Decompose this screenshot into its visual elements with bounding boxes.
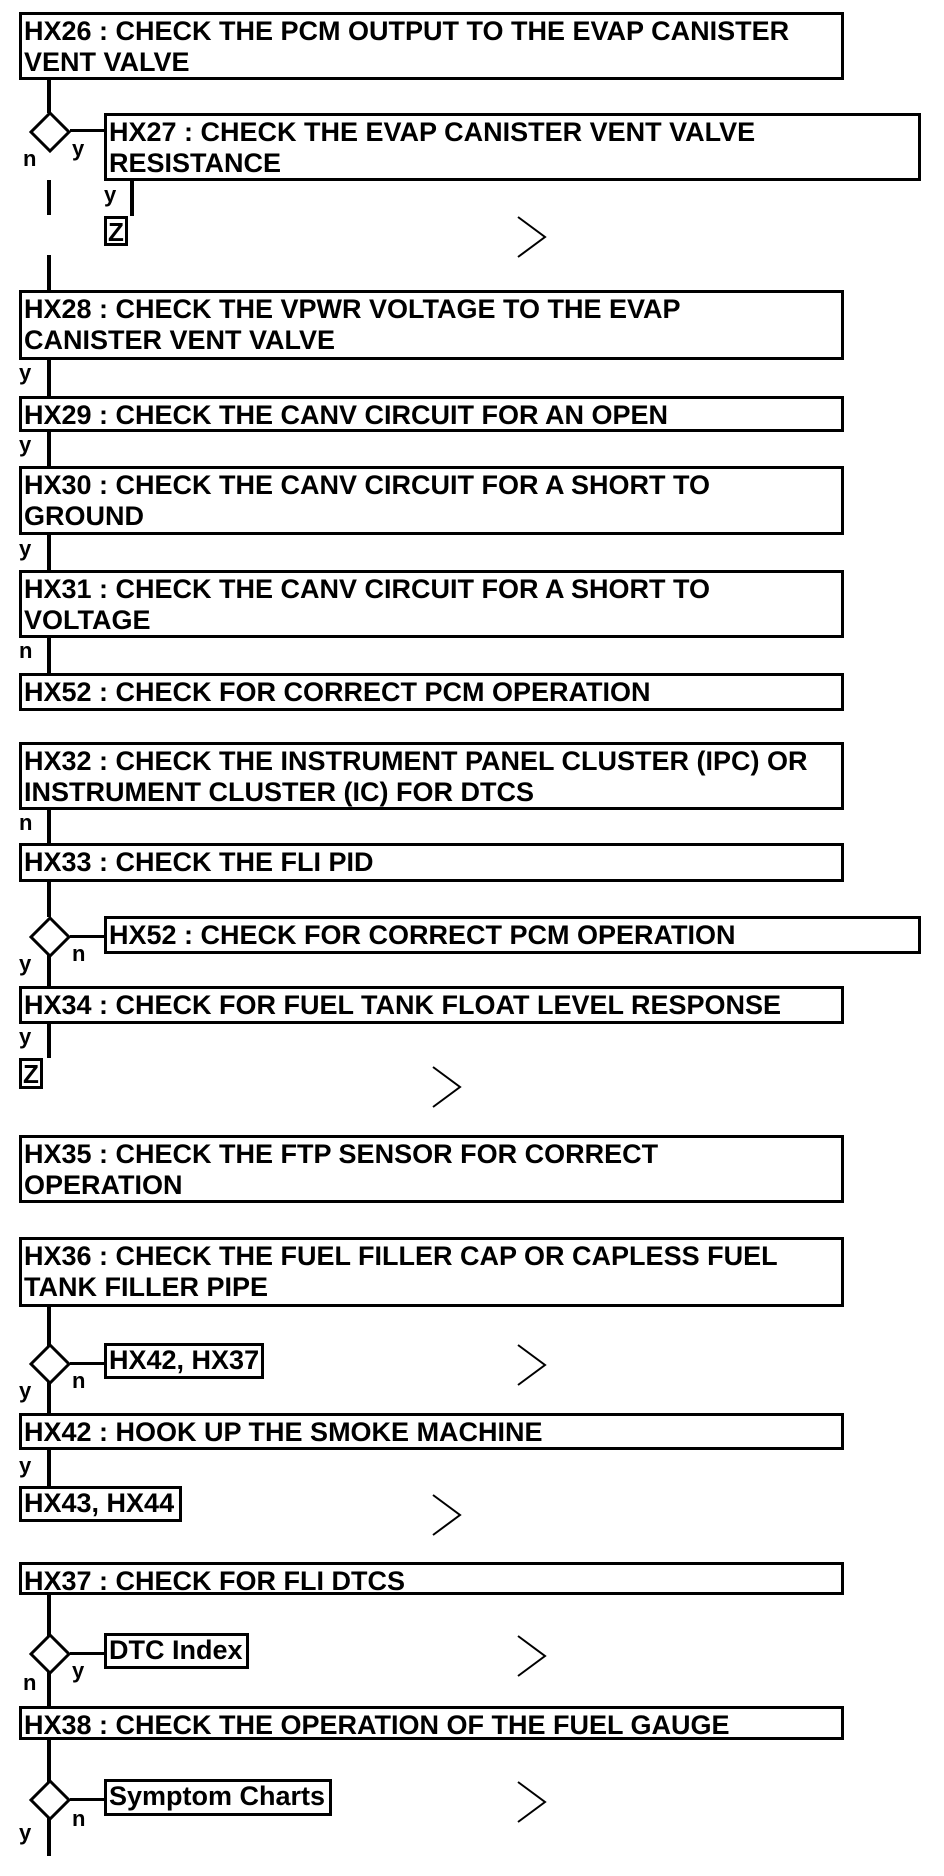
link-z[interactable]: Z bbox=[19, 1058, 43, 1089]
link-z[interactable]: Z bbox=[104, 216, 128, 246]
branch-label-y: y bbox=[104, 182, 117, 207]
connector-line bbox=[47, 1305, 51, 1347]
connector-line bbox=[47, 1593, 51, 1636]
decision-diamond-icon bbox=[28, 1342, 72, 1386]
decision-diamond-icon bbox=[28, 1632, 72, 1676]
branch-label-n: n bbox=[72, 941, 86, 966]
connector-line bbox=[70, 1362, 106, 1365]
step-hx42[interactable]: HX42 : HOOK UP THE SMOKE MACHINE bbox=[19, 1413, 844, 1450]
step-hx35[interactable]: HX35 : CHECK THE FTP SENSOR FOR CORRECT … bbox=[19, 1135, 844, 1203]
step-hx34[interactable]: HX34 : CHECK FOR FUEL TANK FLOAT LEVEL R… bbox=[19, 986, 844, 1024]
branch-label-y: y bbox=[72, 1658, 85, 1683]
connector-line bbox=[47, 180, 51, 215]
step-hx52[interactable]: HX52 : CHECK FOR CORRECT PCM OPERATION bbox=[19, 673, 844, 711]
step-hx38[interactable]: HX38 : CHECK THE OPERATION OF THE FUEL G… bbox=[19, 1706, 844, 1740]
branch-label-y: y bbox=[19, 432, 32, 457]
branch-label-n: n bbox=[72, 1368, 86, 1393]
link-dtc-index[interactable]: DTC Index bbox=[104, 1633, 249, 1669]
branch-label-y: y bbox=[19, 536, 32, 561]
step-hx30[interactable]: HX30 : CHECK THE CANV CIRCUIT FOR A SHOR… bbox=[19, 466, 844, 535]
link-hx42-hx37[interactable]: HX42, HX37 bbox=[104, 1343, 264, 1379]
step-hx27[interactable]: HX27 : CHECK THE EVAP CANISTER VENT VALV… bbox=[104, 113, 921, 181]
connector-line bbox=[47, 808, 51, 843]
link-symptom-charts[interactable]: Symptom Charts bbox=[104, 1779, 332, 1816]
connector-line bbox=[47, 1380, 51, 1414]
connector-line bbox=[130, 178, 134, 216]
connector-line bbox=[47, 430, 51, 468]
branch-label-y: y bbox=[19, 360, 32, 385]
branch-label-y: y bbox=[19, 951, 32, 976]
branch-label-n: n bbox=[72, 1806, 86, 1831]
link-hx43-hx44[interactable]: HX43, HX44 bbox=[19, 1486, 182, 1522]
connector-line bbox=[47, 950, 51, 986]
branch-label-n: n bbox=[19, 810, 33, 835]
step-hx36[interactable]: HX36 : CHECK THE FUEL FILLER CAP OR CAPL… bbox=[19, 1237, 844, 1307]
connector-line bbox=[47, 1022, 51, 1058]
connector-line bbox=[47, 78, 51, 113]
decision-diamond-icon bbox=[28, 110, 72, 154]
step-hx37[interactable]: HX37 : CHECK FOR FLI DTCS bbox=[19, 1562, 844, 1596]
connector-line bbox=[47, 636, 51, 674]
connector-line bbox=[47, 880, 51, 917]
step-hx26[interactable]: HX26 : CHECK THE PCM OUTPUT TO THE EVAP … bbox=[19, 12, 844, 80]
connector-line bbox=[70, 1798, 106, 1801]
chevron-right-icon[interactable] bbox=[515, 1780, 549, 1824]
connector-line bbox=[47, 1738, 51, 1783]
connector-line bbox=[70, 935, 108, 938]
connector-line bbox=[47, 1448, 51, 1486]
branch-label-n: n bbox=[19, 638, 33, 663]
step-hx32[interactable]: HX32 : CHECK THE INSTRUMENT PANEL CLUSTE… bbox=[19, 742, 844, 810]
branch-label-n: n bbox=[23, 146, 37, 171]
step-hx33[interactable]: HX33 : CHECK THE FLI PID bbox=[19, 843, 844, 882]
connector-line bbox=[70, 1652, 106, 1655]
connector-line bbox=[70, 129, 108, 132]
branch-label-n: n bbox=[23, 1670, 37, 1695]
step-hx31[interactable]: HX31 : CHECK THE CANV CIRCUIT FOR A SHOR… bbox=[19, 570, 844, 638]
branch-label-y: y bbox=[19, 1453, 32, 1478]
branch-label-y: y bbox=[72, 136, 85, 161]
connector-line bbox=[47, 358, 51, 396]
connector-line bbox=[47, 1669, 51, 1706]
chevron-right-icon[interactable] bbox=[430, 1493, 464, 1537]
chevron-right-icon[interactable] bbox=[515, 1343, 549, 1387]
branch-label-y: y bbox=[19, 1024, 32, 1049]
chevron-right-icon[interactable] bbox=[515, 1634, 549, 1678]
connector-line bbox=[47, 255, 51, 290]
step-hx29[interactable]: HX29 : CHECK THE CANV CIRCUIT FOR AN OPE… bbox=[19, 396, 844, 432]
connector-line bbox=[47, 1816, 51, 1856]
step-hx52-branch[interactable]: HX52 : CHECK FOR CORRECT PCM OPERATION bbox=[104, 916, 921, 954]
decision-diamond-icon bbox=[28, 1778, 72, 1822]
chevron-right-icon[interactable] bbox=[430, 1065, 464, 1109]
chevron-right-icon[interactable] bbox=[515, 215, 549, 259]
step-hx28[interactable]: HX28 : CHECK THE VPWR VOLTAGE TO THE EVA… bbox=[19, 290, 844, 360]
connector-line bbox=[47, 533, 51, 571]
branch-label-y: y bbox=[19, 1820, 32, 1845]
branch-label-y: y bbox=[19, 1378, 32, 1403]
decision-diamond-icon bbox=[28, 915, 72, 959]
